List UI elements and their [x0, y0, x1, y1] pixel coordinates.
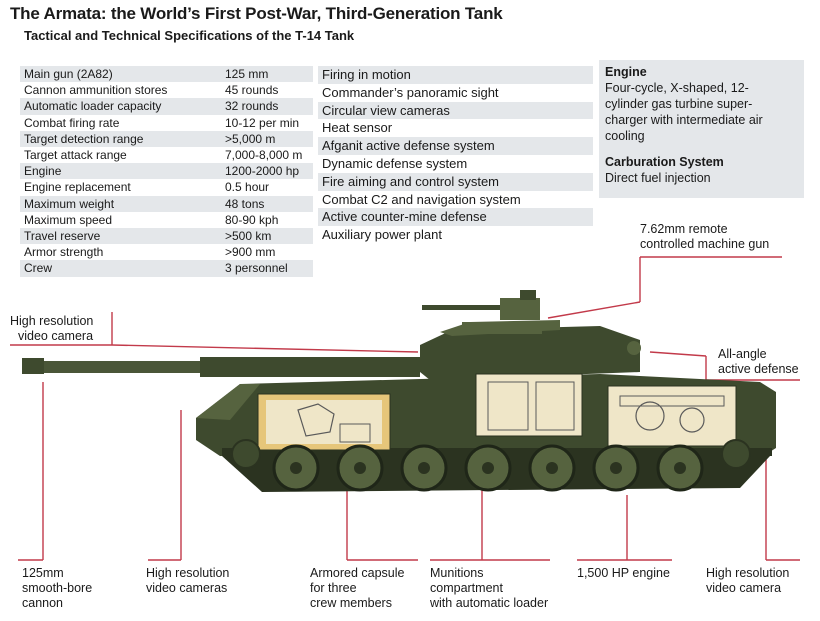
callout-line: 7.62mm remote [640, 222, 728, 236]
callout-line: for three [310, 581, 357, 595]
feature-item: Commander’s panoramic sight [322, 84, 499, 100]
spec-label: Automatic loader capacity [20, 98, 221, 115]
spec-value: 32 rounds [221, 98, 313, 115]
callout-line: video camera [18, 329, 94, 343]
spec-value: 125 mm [221, 66, 313, 83]
callout-hires-cameras: High resolution video cameras [146, 566, 229, 596]
callout-line: compartment [430, 581, 503, 595]
callout-line: video cameras [146, 581, 228, 595]
spec-value: >900 mm [225, 245, 276, 260]
cutaway-sections [257, 373, 737, 451]
spec-value: 0.5 hour [225, 180, 270, 195]
main-gun [22, 357, 420, 377]
spec-value: 3 personnel [221, 260, 313, 277]
spec-value: 10-12 per min [225, 115, 300, 130]
callout-line: smooth-bore [22, 581, 93, 595]
callout-line: with automatic loader [430, 596, 549, 610]
spec-label: Travel reserve [20, 228, 221, 245]
engine-text-line: Four-cycle, X-shaped, 12- [605, 81, 749, 95]
callout-armored-capsule: Armored capsule for three crew members [310, 566, 405, 611]
callout-all-angle-defense: All-angle active defense [718, 347, 799, 377]
leader-lines [10, 256, 800, 561]
feature-item: Firing in motion [318, 66, 593, 84]
spec-value: 1200-2000 hp [221, 163, 313, 180]
callout-engine-hp: 1,500 HP engine [577, 566, 670, 581]
feature-item: Heat sensor [322, 120, 393, 136]
page-title: The Armata: the World’s First Post-War, … [10, 4, 503, 23]
callout-machine-gun: 7.62mm remote controlled machine gun [640, 222, 769, 252]
spec-row: Armor strength >900 mm [20, 244, 313, 260]
callout-line: cannon [22, 596, 64, 610]
callout-hires-camera-left: High resolution video camera [10, 314, 93, 344]
callout-line: 1,500 HP engine [577, 566, 670, 580]
spec-label: Engine replacement [24, 180, 131, 195]
feature-item: Combat C2 and navigation system [322, 191, 521, 207]
turret [420, 320, 641, 380]
callout-line: High resolution [10, 314, 94, 328]
callout-line: video camera [706, 581, 782, 595]
callout-line: controlled machine gun [640, 237, 770, 251]
callout-munitions: Munitions compartment with automatic loa… [430, 566, 548, 611]
feature-item: Active counter-mine defense [318, 208, 593, 227]
spec-row: Engine replacement 0.5 hour [20, 179, 313, 195]
spec-row: Combat firing rate 10-12 per min [20, 115, 313, 131]
carburation-text: Direct fuel injection [605, 171, 711, 185]
tracks [222, 439, 770, 492]
callout-line: active defense [718, 362, 799, 376]
spec-row: Target attack range 7,000-8,000 m [20, 147, 313, 163]
spec-label: Target detection range [20, 130, 221, 148]
spec-value: 80-90 kph [225, 212, 279, 227]
spec-label: Cannon ammunition stores [24, 83, 168, 98]
callout-line: crew members [310, 596, 392, 610]
spec-value: >500 km [221, 228, 313, 245]
carburation-heading: Carburation System [605, 155, 724, 169]
spec-value: 48 tons [221, 195, 313, 212]
feature-item: Circular view cameras [318, 101, 593, 120]
feature-item: Afganit active defense system [318, 137, 593, 155]
spec-label: Maximum speed [24, 212, 113, 227]
spec-label: Combat firing rate [24, 115, 120, 130]
spec-value: >5,000 m [221, 130, 313, 148]
spec-label: Main gun (2A82) [20, 66, 221, 83]
spec-label: Maximum weight [20, 195, 221, 212]
spec-label: Engine [20, 163, 221, 180]
feature-item: Fire aiming and control system [318, 172, 593, 191]
callout-hires-camera-right: High resolution video camera [706, 566, 789, 596]
spec-row: Travel reserve>500 km [20, 228, 313, 245]
callout-line: 125mm [22, 566, 64, 580]
spec-label: Target attack range [24, 148, 127, 163]
spec-row: Target detection range>5,000 m [20, 130, 313, 148]
callout-line: Munitions [430, 566, 484, 580]
feature-item: Auxiliary power plant [322, 227, 442, 243]
spec-row: Main gun (2A82)125 mm [20, 66, 313, 83]
machine-gun [422, 290, 540, 320]
spec-label: Armor strength [24, 245, 104, 260]
engine-text-line: charger with intermediate air [605, 113, 763, 127]
callout-smoothbore-cannon: 125mm smooth-bore cannon [22, 566, 92, 611]
feature-item: Dynamic defense system [322, 155, 468, 171]
engine-heading: Engine [605, 65, 647, 79]
page-subtitle: Tactical and Technical Specifications of… [24, 28, 355, 43]
callout-line: High resolution [146, 566, 230, 580]
engine-text-line: cooling [605, 129, 645, 143]
callout-line: High resolution [706, 566, 790, 580]
spec-value: 45 rounds [225, 83, 279, 98]
spec-value: 7,000-8,000 m [225, 148, 303, 163]
engine-text-line: cylinder gas turbine super- [605, 97, 753, 111]
spec-label: Crew [20, 260, 221, 277]
callout-line: All-angle [718, 347, 767, 361]
engine-box: Engine Four-cycle, X-shaped, 12- cylinde… [599, 60, 804, 198]
spec-row: Maximum speed 80-90 kph [20, 212, 313, 228]
spec-row: Cannon ammunition stores 45 rounds [20, 82, 313, 98]
callout-line: Armored capsule [310, 566, 405, 580]
